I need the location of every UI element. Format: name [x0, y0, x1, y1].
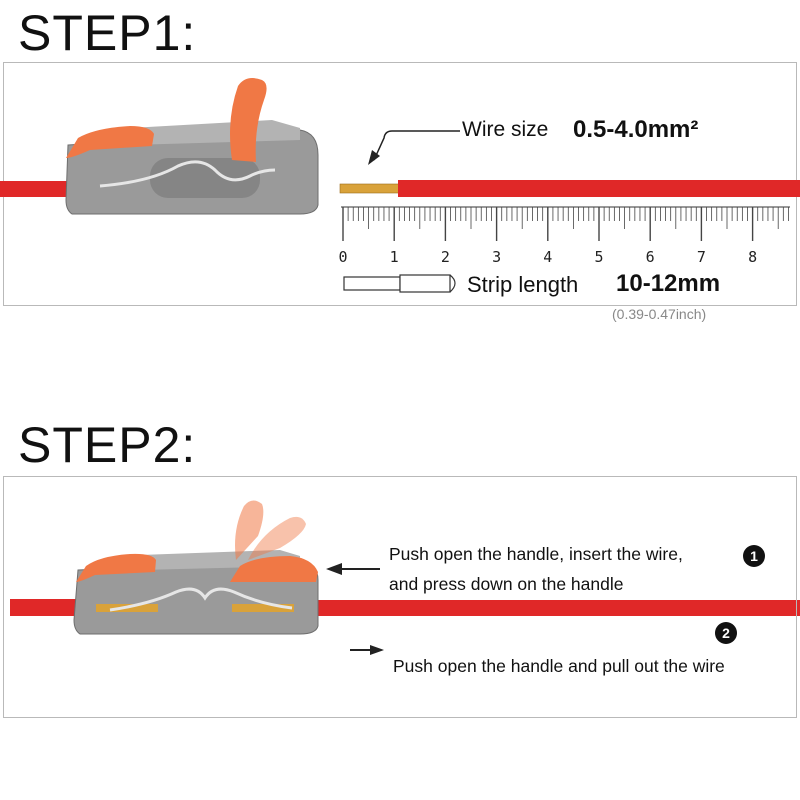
- ruler-label: 8: [748, 248, 757, 266]
- step1-title: STEP1:: [18, 5, 197, 61]
- insert-arrow-icon: [326, 563, 380, 575]
- ruler-label: 6: [646, 248, 655, 266]
- ruler-label: 2: [441, 248, 450, 266]
- step-badge-2: 2: [715, 622, 737, 644]
- step2-spring-clamp: [109, 587, 293, 612]
- step2-lever-ghost-2: [248, 516, 306, 560]
- strip-length-gauge-icon: [343, 274, 456, 293]
- instruction-pull-out: Push open the handle and pull out the wi…: [393, 656, 725, 676]
- ruler-label: 1: [390, 248, 399, 266]
- step1-pointer-line: [373, 130, 460, 161]
- ruler-label: 4: [543, 248, 552, 266]
- step2-lever-right: [230, 556, 318, 582]
- step1-ruler: 0 1 2 3 4 5 6 7 8: [338, 206, 790, 266]
- ruler-label: 7: [697, 248, 706, 266]
- step1-stripped-wire: [339, 180, 800, 197]
- ruler-label: 5: [594, 248, 603, 266]
- ruler-label: 3: [492, 248, 501, 266]
- step1-insulation: [398, 180, 800, 197]
- step1-pointer-arrowhead: [368, 150, 380, 165]
- step2-lever-open-ghost: [235, 500, 264, 560]
- step1-spring-clamp: [99, 160, 276, 188]
- step2-panel: [3, 476, 797, 718]
- step2-red-wire-right: [290, 600, 800, 616]
- step1-lever-right: [230, 78, 267, 162]
- strip-length-label: Strip length: [467, 272, 579, 297]
- step1-bare-conductor: [339, 183, 403, 194]
- strip-length-inch: (0.39-0.47inch): [612, 306, 707, 322]
- instruction-insert-line2: and press down on the handle: [389, 574, 624, 594]
- strip-length-value: 10-12mm: [616, 270, 721, 297]
- wire-size-value: 0.5-4.0mm²: [573, 116, 699, 143]
- instruction-insert-line1: Push open the handle, insert the wire,: [389, 544, 683, 564]
- step2-lever-left: [76, 553, 156, 582]
- wire-size-label: Wire size: [462, 118, 549, 141]
- step1-connector: [0, 78, 319, 215]
- ruler-label: 0: [338, 248, 347, 266]
- step2-title: STEP2:: [18, 417, 197, 473]
- step-badge-1: 1: [743, 545, 765, 567]
- pull-out-arrow-icon: [350, 645, 384, 655]
- step2-connector: [10, 500, 800, 635]
- step1-lever-left: [66, 126, 154, 158]
- step2-conductor-right: [232, 604, 294, 612]
- step1-connector-top: [130, 120, 300, 145]
